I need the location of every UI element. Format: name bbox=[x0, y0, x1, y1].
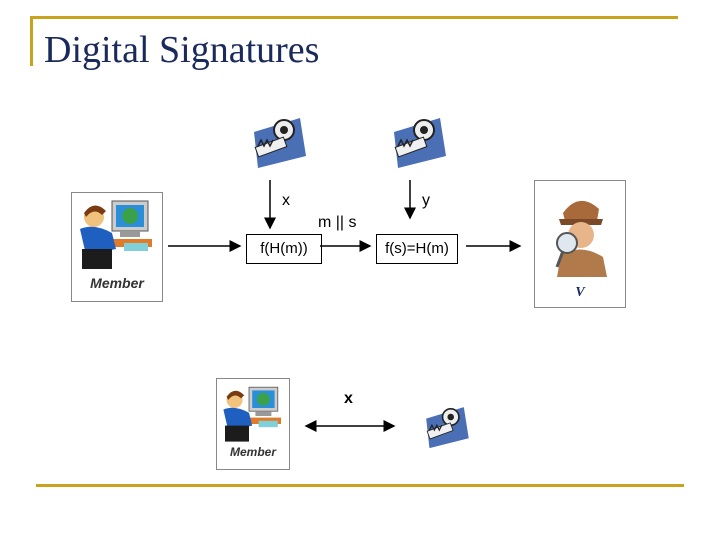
bottom-label: x bbox=[344, 390, 353, 407]
sign-box: f(H(m)) bbox=[246, 234, 322, 264]
title-rule-top bbox=[30, 16, 678, 19]
verify-box: f(s)=H(m) bbox=[376, 234, 458, 264]
key-label-right: y bbox=[422, 192, 430, 209]
key-icon-top-right bbox=[394, 118, 446, 168]
title-rule-left bbox=[30, 16, 33, 66]
verifier-label: V bbox=[575, 285, 585, 300]
member-computer-icon-bottom bbox=[223, 386, 281, 442]
verify-box-label: f(s)=H(m) bbox=[385, 240, 449, 257]
key-icon-top-left bbox=[254, 118, 306, 168]
member-card: Member bbox=[71, 192, 163, 302]
key-label-left: x bbox=[282, 192, 290, 209]
member-computer-icon bbox=[80, 200, 152, 269]
footer-rule bbox=[36, 484, 684, 487]
member-label-bottom: Member bbox=[229, 445, 276, 459]
key-icon-bottom bbox=[426, 407, 469, 449]
member-label: Member bbox=[90, 275, 144, 291]
detective-icon bbox=[555, 200, 607, 277]
member-card-bottom: Member bbox=[216, 378, 290, 470]
slide-title: Digital Signatures bbox=[44, 29, 320, 71]
message-label: m || s bbox=[318, 214, 357, 231]
sign-box-label: f(H(m)) bbox=[260, 240, 308, 257]
verifier-card: V bbox=[534, 180, 626, 308]
